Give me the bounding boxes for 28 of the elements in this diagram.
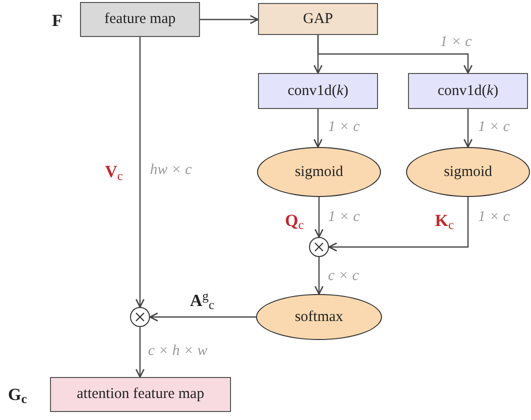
process-box [258, 3, 378, 35]
arrow [314, 257, 324, 295]
arrow [314, 197, 324, 238]
arrow [464, 109, 472, 148]
arrow [328, 197, 469, 252]
arrow [317, 35, 472, 74]
node-label: feature map [104, 10, 176, 30]
arrow [136, 37, 144, 308]
node-label: conv1d(k) [288, 82, 348, 101]
variable-label: Q$_{c}$ [285, 210, 304, 234]
node-label: GAP [302, 10, 333, 29]
arrow [136, 327, 144, 378]
variable-label: V$_{c}$ [105, 161, 123, 184]
process-box [80, 2, 200, 37]
arrow [314, 109, 322, 148]
node-symbol: G$_{c}$ [8, 384, 27, 408]
node-label: conv1d(k) [438, 82, 498, 101]
arrow [200, 15, 259, 24]
node-label: sigmoid [294, 162, 344, 182]
node-symbol: F [52, 10, 62, 32]
process-box [50, 377, 231, 412]
process-box [258, 73, 378, 109]
node-label: softmax [294, 308, 344, 327]
node-label: attention feature map [76, 385, 204, 404]
process-box [408, 73, 528, 109]
arrow [149, 312, 256, 322]
variable-label: K$_{c}$ [435, 210, 454, 234]
node-label: sigmoid [444, 162, 492, 182]
